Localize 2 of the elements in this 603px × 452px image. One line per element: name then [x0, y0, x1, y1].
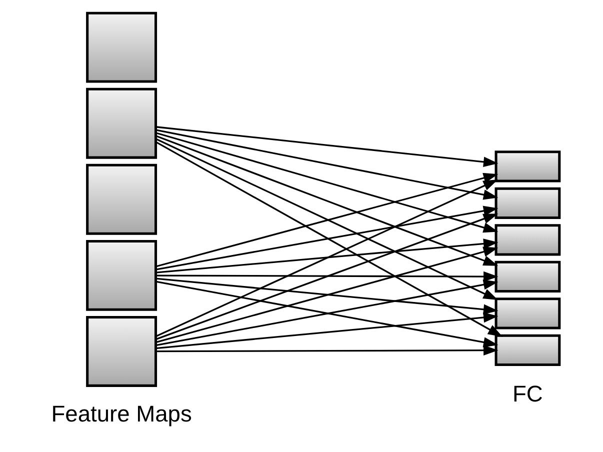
label: FC — [512, 380, 543, 406]
label: Feature Maps — [51, 400, 192, 427]
